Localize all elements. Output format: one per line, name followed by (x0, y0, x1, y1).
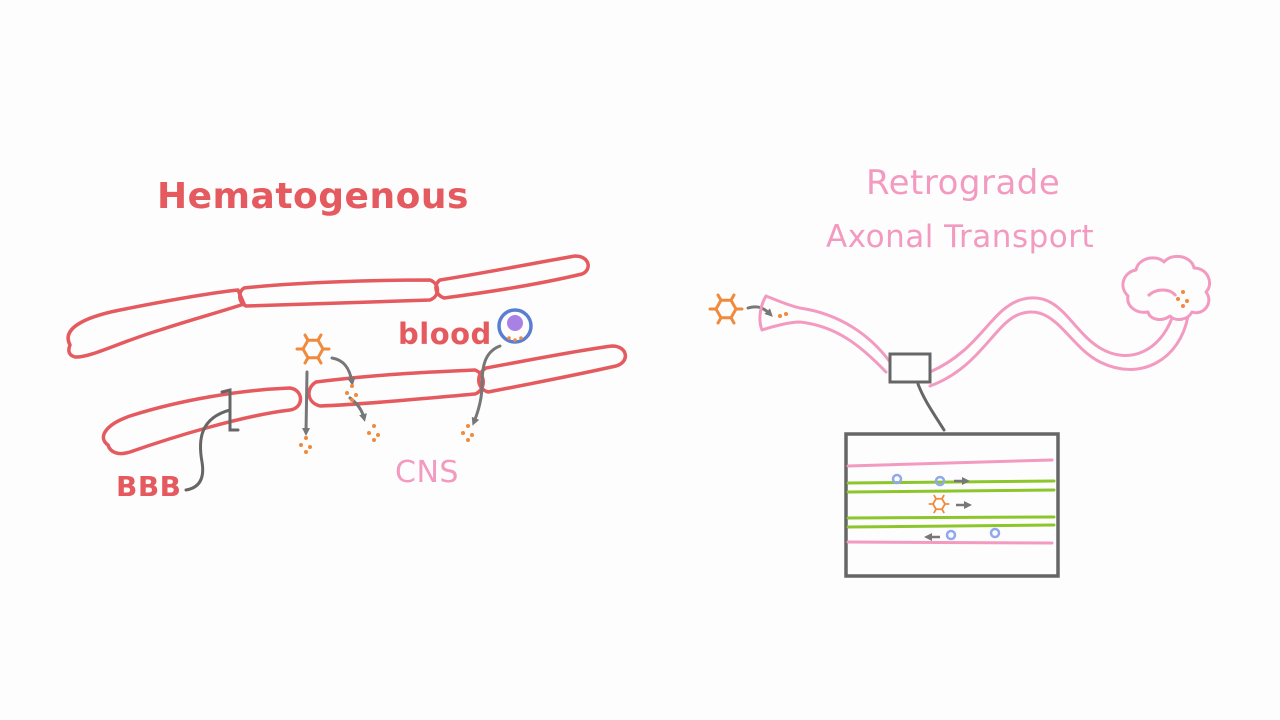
virus-hexagon-icon (708, 293, 744, 325)
immune-cell-arrow (471, 344, 502, 426)
virus-hexagon-icon (295, 333, 331, 365)
viral-particles (299, 436, 312, 454)
hematogenous-title: Hematogenous (157, 176, 469, 217)
viral-particles (367, 424, 380, 442)
brain-icon (1121, 254, 1211, 321)
retrograde-title-line2: Axonal Transport (826, 219, 1095, 255)
blood-label: blood (398, 317, 492, 351)
zoom-selection-box (888, 352, 932, 384)
retrograde-title-line1: Retrograde (866, 163, 1061, 203)
viral-particles (345, 384, 358, 402)
viral-particles (784, 312, 788, 316)
axon (758, 294, 1190, 388)
bbb-marker (184, 388, 240, 492)
axon-zoom-inset (844, 432, 1060, 578)
bbb-label: BBB (116, 470, 182, 503)
viral-particles (461, 424, 474, 442)
immune-cell-icon (497, 308, 533, 344)
viral-particles (778, 314, 782, 318)
blood-vessel-lower (101, 344, 627, 456)
zoom-connector (916, 382, 946, 432)
cns-label: CNS (395, 455, 459, 490)
blood-vessel-upper (66, 254, 590, 359)
